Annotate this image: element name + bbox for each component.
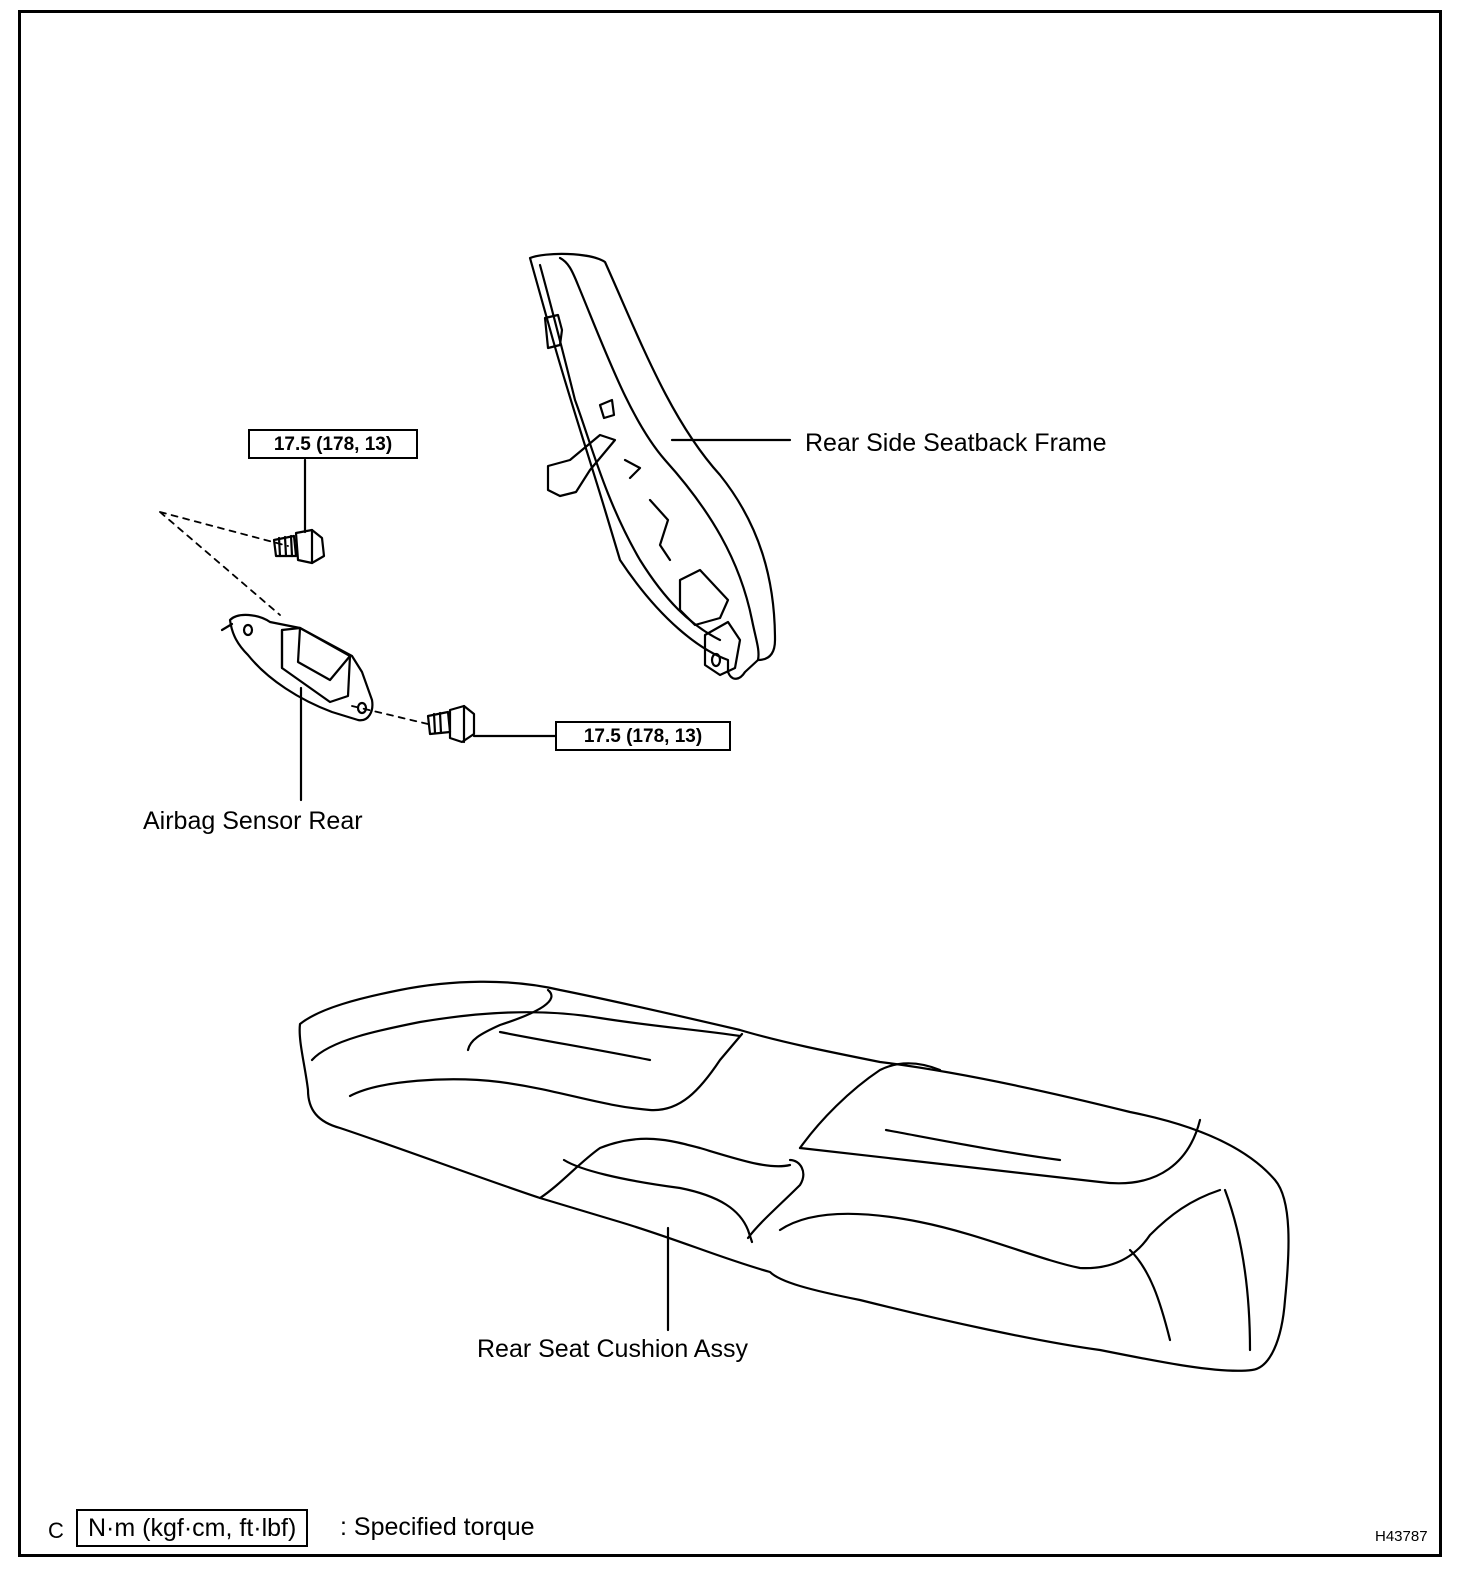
seatback-frame-label: Rear Side Seatback Frame [805, 429, 1107, 457]
airbag-sensor-drawing [220, 613, 374, 722]
legend-unit-box: N·m (kgf·cm, ft·lbf) [76, 1509, 309, 1547]
airbag-sensor-label: Airbag Sensor Rear [143, 807, 363, 835]
upper-bolt-drawing [272, 528, 326, 565]
installation-guide-lines [159, 511, 429, 725]
legend-description: : Specified torque [340, 1513, 535, 1541]
seatback-frame-drawing [528, 252, 777, 680]
diagram-frame [18, 10, 1442, 1557]
seat-cushion-label: Rear Seat Cushion Assy [477, 1335, 748, 1363]
figure-id: H43787 [1375, 1528, 1428, 1545]
legend-marker: C [48, 1518, 64, 1543]
seat-cushion-drawing [298, 980, 1290, 1372]
lower-torque-value: 17.5 (178, 13) [555, 721, 731, 751]
lower-bolt-drawing [426, 704, 476, 744]
upper-torque-value: 17.5 (178, 13) [248, 429, 418, 459]
